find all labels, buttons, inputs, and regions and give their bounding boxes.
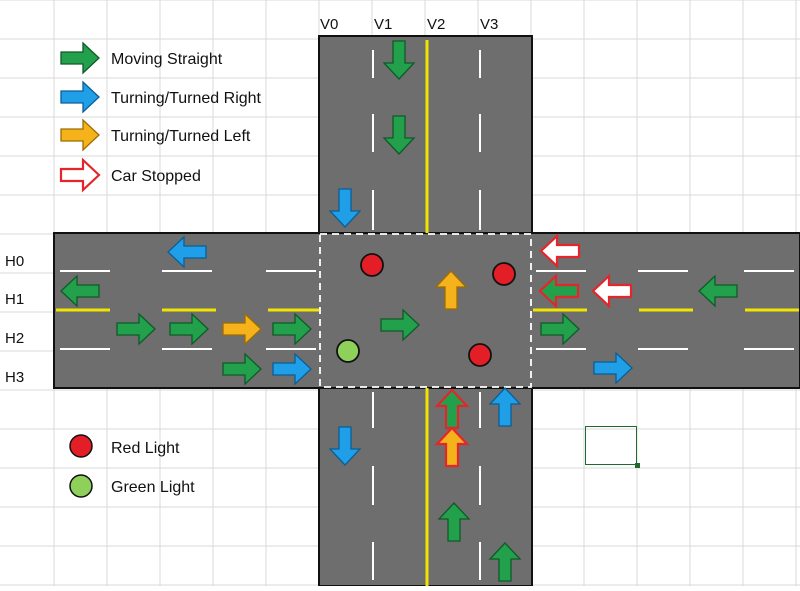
legend-green-light-icon — [69, 474, 93, 498]
traffic-lights — [336, 253, 516, 367]
lane-label-v2: V2 — [427, 16, 445, 33]
legend-car-stopped-label: Car Stopped — [111, 168, 201, 185]
selected-cell[interactable] — [585, 426, 640, 468]
legend-left-arrow-icon — [60, 119, 100, 151]
legend-turning-left-label: Turning/Turned Left — [111, 128, 251, 145]
legend-red-light-icon — [69, 434, 93, 458]
legend-green-light-label: Green Light — [111, 479, 195, 496]
lane-label-v1: V1 — [374, 16, 392, 33]
legend-stopped-arrow-icon — [59, 158, 101, 192]
lane-markings — [56, 40, 800, 586]
red-light-v2-south — [468, 343, 492, 367]
intersection-boundary — [319, 233, 532, 388]
red-light-v1-north — [360, 253, 384, 277]
green-light-h2-west — [336, 339, 360, 363]
lane-label-h1: H1 — [5, 291, 24, 308]
vertical-lane-labels: V0 V1 V2 V3 — [320, 16, 498, 33]
intersection-box — [320, 234, 531, 387]
horizontal-lane-labels: H0 H1 H2 H3 — [5, 253, 24, 386]
legend-straight-arrow-icon — [60, 42, 100, 74]
lane-label-v0: V0 — [320, 16, 338, 33]
legend-moving-straight-label: Moving Straight — [111, 51, 223, 68]
legend-red-light-label: Red Light — [111, 440, 180, 457]
lane-label-h2: H2 — [5, 330, 24, 347]
lane-label-h0: H0 — [5, 253, 24, 270]
legend-turning-right-label: Turning/Turned Right — [111, 90, 262, 107]
legend-right-arrow-icon — [60, 81, 100, 113]
lane-label-h3: H3 — [5, 369, 24, 386]
red-light-h1-east — [492, 262, 516, 286]
lane-label-v3: V3 — [480, 16, 498, 33]
legend: Moving Straight Turning/Turned Right Tur… — [59, 42, 262, 498]
